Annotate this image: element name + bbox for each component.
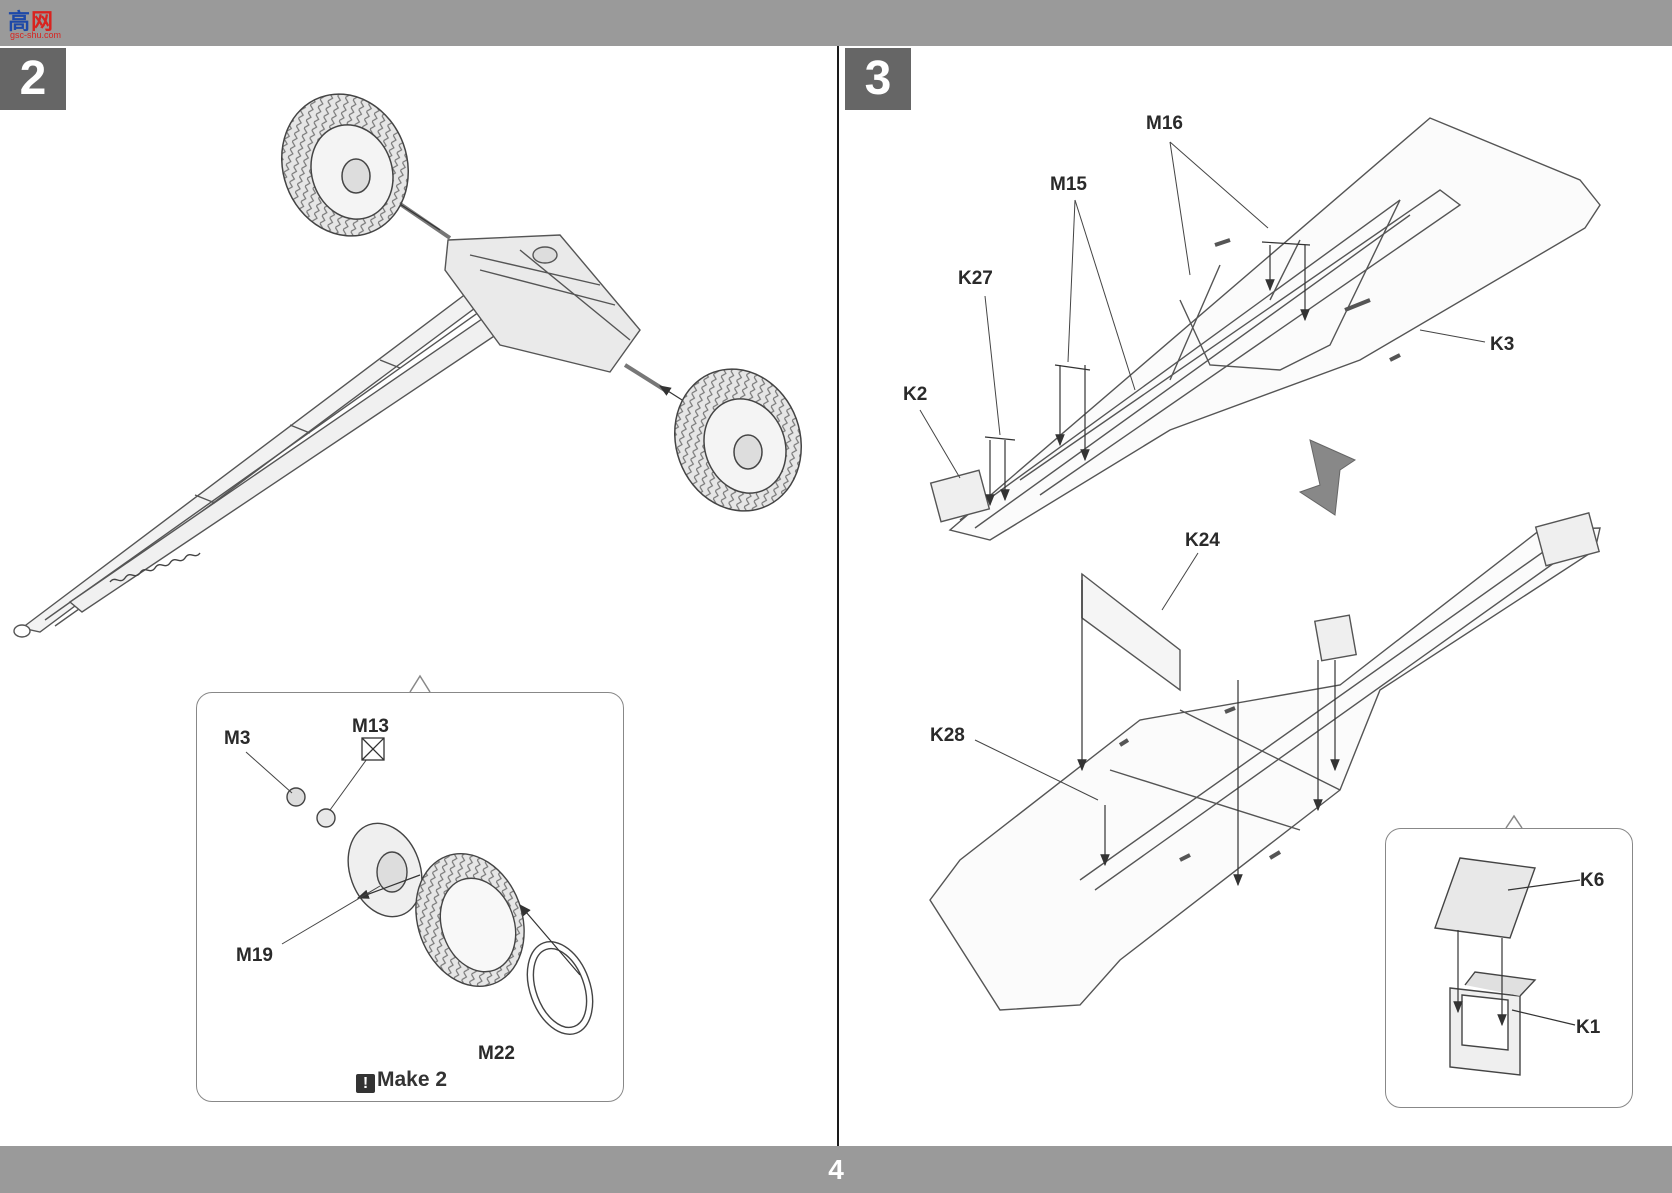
no-glue-icon <box>361 737 385 761</box>
callout-k2: K2 <box>903 384 928 405</box>
callout-k28: K28 <box>930 725 965 746</box>
callout-m22: M22 <box>478 1043 515 1064</box>
make-2-note: !Make 2 <box>356 1068 447 1093</box>
step-3-direction-arrow <box>1298 439 1357 516</box>
callout-m19: M19 <box>236 945 273 966</box>
callout-k1: K1 <box>1576 1017 1601 1038</box>
callout-m3: M3 <box>224 728 251 749</box>
callout-k3: K3 <box>1490 334 1515 355</box>
callout-k24: K24 <box>1185 530 1220 551</box>
step-3-upper-arrows <box>984 241 1311 507</box>
step-3-number: 3 <box>845 48 911 110</box>
callout-k27: K27 <box>958 268 993 289</box>
callout-m13: M13 <box>352 716 389 737</box>
footer-band <box>0 1146 1672 1193</box>
page-number: 4 <box>828 1154 844 1185</box>
step-2-lower-wheel <box>673 368 803 512</box>
step-2-number: 2 <box>0 48 66 110</box>
step-2-wheel-exploded-parts <box>286 787 594 1035</box>
site-logo: 高网 gsc-shu.com <box>8 9 62 40</box>
step-3-box-exploded-parts <box>1434 857 1537 1076</box>
page-divider <box>837 46 839 1146</box>
step-2-carriage-drawing <box>13 178 670 638</box>
callout-m15: M15 <box>1050 174 1087 195</box>
step-3-lower-leader-lines <box>974 552 1199 801</box>
step-3-upper-frame <box>929 117 1601 541</box>
callout-m16: M16 <box>1146 113 1183 134</box>
header-band <box>0 0 1672 46</box>
warning-icon: ! <box>356 1074 375 1093</box>
step-3-lower-frame <box>929 512 1601 1011</box>
step-2-upper-wheel <box>280 93 410 237</box>
step-3-upper-leader-lines <box>919 141 1486 479</box>
callout-k6: K6 <box>1580 870 1605 891</box>
step-3-lower-arrows <box>1077 580 1340 887</box>
